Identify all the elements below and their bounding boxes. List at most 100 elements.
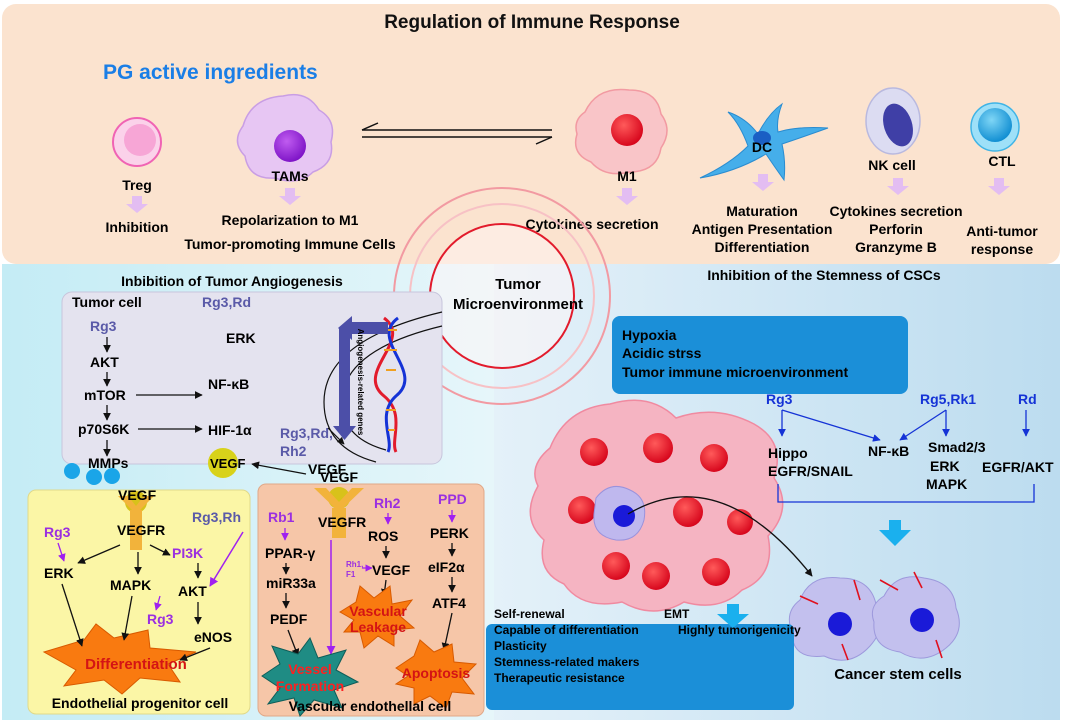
vec-ppar: PPAR-γ [265,545,316,561]
csc-down-arrow [879,520,911,546]
vec-mir: miR33a [266,575,316,591]
csc-property-item: Stemness-related makers [494,655,640,669]
vegf-inner-label: VEGF [308,461,347,477]
vascular-leakage-starburst-icon [339,585,416,649]
csc-egfr-snail: EGFR/SNAIL [768,463,853,479]
erk-label: ERK [226,330,256,346]
pathway-bracket [777,484,1035,503]
vec-ros: ROS [368,528,398,544]
mtor-label: mTOR [84,387,126,403]
csc-derivation-arrow [627,496,813,577]
csc-mapk: MAPK [926,476,967,492]
epc-akt: AKT [178,583,207,599]
epc-mapk: MAPK [110,577,151,593]
vegf-receptor-icon [118,491,154,550]
ctl-effect-1: Anti-tumor [966,223,1038,239]
vec-rh2: Rh2 [374,495,401,511]
nk-label: NK cell [868,157,915,173]
vec-vegfr: VEGFR [318,514,366,530]
vessel-formation-starburst-icon [261,636,360,717]
csc-erk: ERK [930,458,960,474]
dc-effect-1: Maturation [726,203,798,219]
vec-leakage-2: Leakage [350,619,406,635]
tams-label: TAMs [271,168,308,184]
vegf-ball-label: VEGF [210,456,245,471]
nfkb-label: NF-κB [208,376,249,392]
rg3-top-label: Rg3 [90,318,117,334]
vec-rh1: Rh1, [346,560,363,569]
epc-caption: Endothelial progenitor cell [52,695,229,711]
epc-enos: eNOS [194,629,232,645]
epc-vegf-label: VEGF [118,487,157,503]
vec-formation-1: Vessel [288,661,332,677]
mmps-label: MMPs [88,455,129,471]
stress-line-1: Hypoxia [622,327,677,343]
vec-atf: ATF4 [432,595,466,611]
mmp-particles [64,463,120,485]
vec-leakage-1: Vascular [349,603,407,619]
csc-property-item: Self-renewal [494,607,565,621]
tams-cell-icon [236,93,334,182]
epc-differentiation: Differentiation [85,656,187,673]
vec-formation-2: Formation [276,678,344,694]
dc-effect-2: Antigen Presentation [692,221,833,237]
vec-f1: F1 [346,570,356,579]
csc-hippo: Hippo [768,445,808,461]
csc-rg3: Rg3 [766,391,793,407]
gene-expression-arrow [333,316,388,440]
akt-label: AKT [90,354,119,370]
p70s6k-label: p70S6K [78,421,129,437]
vec-receptor-icon [314,487,364,538]
rg3-rd-label: Rg3,Rd [202,294,251,310]
csc-rg5: Rg5,Rk1 [920,391,976,407]
csc-properties-box [486,624,794,710]
vec-vegf: VEGF [372,562,411,578]
nk-cell-icon [865,87,921,155]
treg-label: Treg [122,177,152,193]
nk-effect-1: Cytokines secretion [829,203,962,219]
csc-property-item: Capable of differentiation [494,623,639,637]
ingredients-title: PG active ingredients [103,61,318,84]
csc-properties-arrow [717,604,749,628]
tams-arrow [279,188,301,205]
page-title: Regulation of Immune Response [384,12,680,33]
epc-erk: ERK [44,565,74,581]
dc-effect-3: Differentiation [715,239,810,255]
hif-label: HIF-1α [208,422,252,438]
m1-effect: Cytokines secretion [525,216,658,232]
vec-caption: Vascular endothellal cell [289,698,452,714]
dc-cell-icon [699,102,829,182]
treg-effect: Inhibition [106,219,169,235]
epc-rg3-bottom: Rg3 [147,611,174,627]
angiogenesis-title: Inbibition of Tumor Angiogenesis [121,273,343,289]
m1-label: M1 [617,168,637,184]
ctl-cell-icon [970,102,1020,152]
csc-emt: EMT [664,607,690,621]
immune-panel [2,4,1060,264]
csc-caption: Cancer stem cells [834,666,962,683]
dc-label: DC [752,139,772,155]
treg-arrow [126,196,148,213]
csc-property-item: Therapeutic resistance [494,671,625,685]
vec-rb1: Rb1 [268,509,295,525]
vegf-top-label: VEGF [320,469,359,485]
tumor-cell-label: Tumor cell [72,294,142,310]
nk-arrow [887,178,909,195]
csc-tumorigenicity: Highly tumorigenicity [678,623,801,637]
ctl-arrow [988,178,1010,195]
nk-effect-2: Perforin [869,221,923,237]
rg3-rd-rh2-label-a: Rg3,Rd, [280,425,333,441]
rg3-rd-rh2-label-b: Rh2 [280,443,307,459]
epc-rg3-rh: Rg3,Rh [192,509,241,525]
csc-nfkb: NF-κB [868,443,909,459]
m1-cell-icon [574,88,668,175]
center-label-2: Microenvironment [453,296,583,313]
stress-box [612,316,908,394]
stress-line-2: Acidic strss [622,345,702,361]
m1-arrow [616,188,638,205]
ctl-effect-2: response [971,241,1033,257]
cancer-stem-cells-icon [788,571,960,661]
